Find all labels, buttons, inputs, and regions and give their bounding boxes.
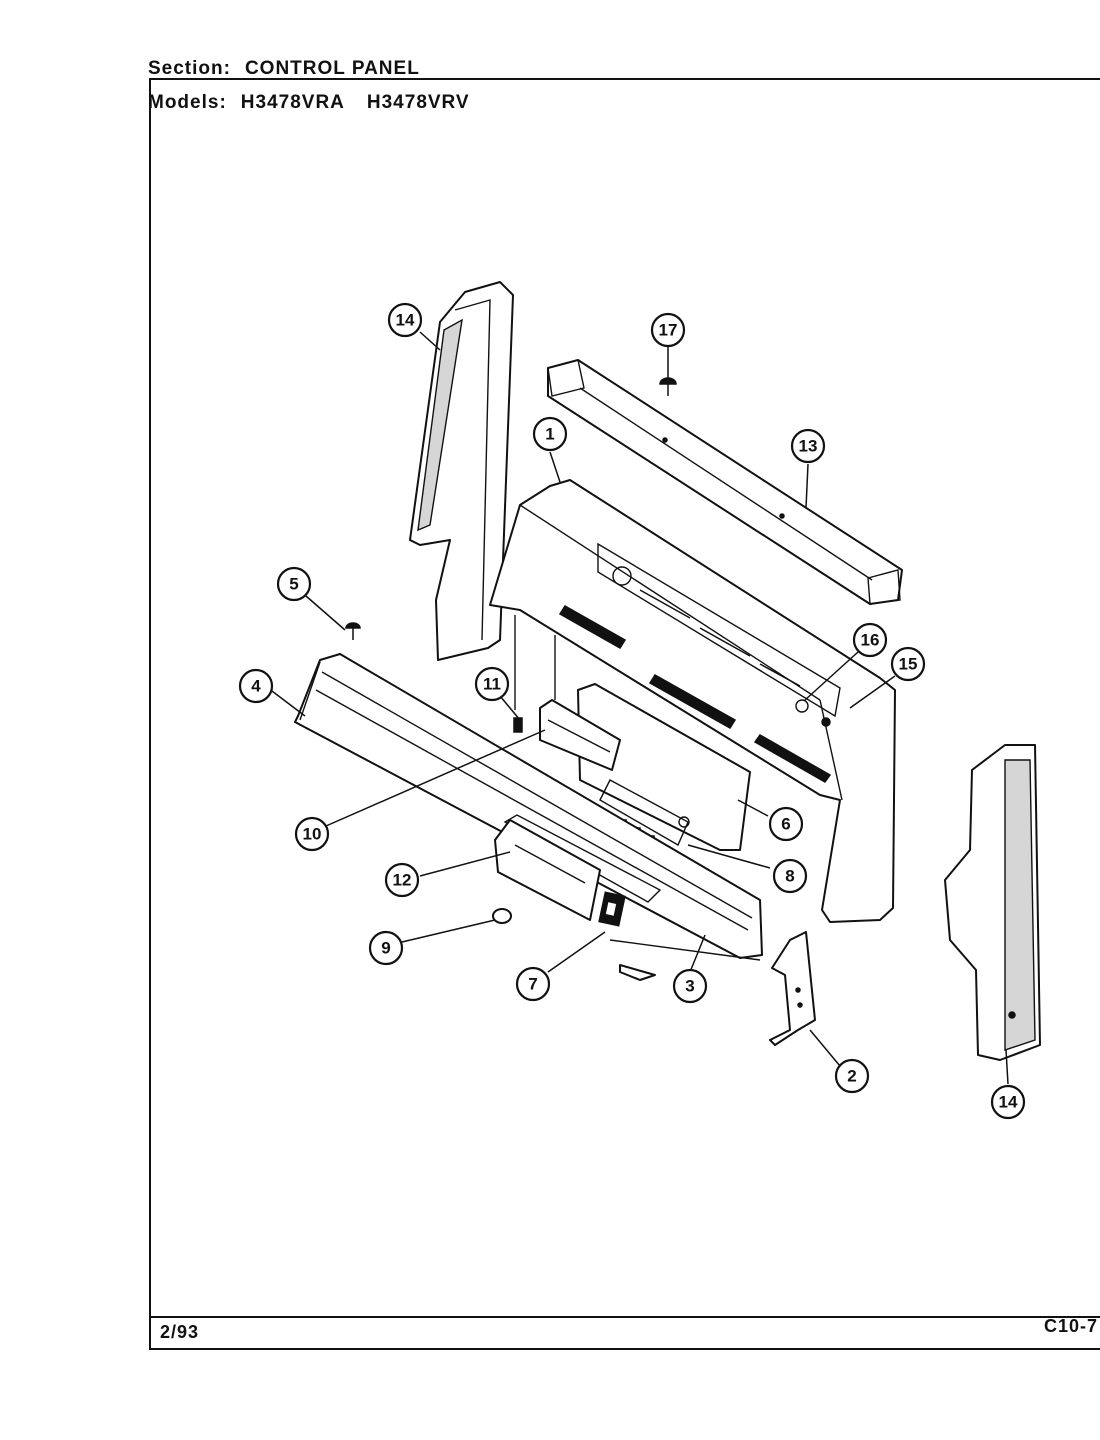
callout-13: 13	[790, 428, 826, 464]
part-17-screw	[659, 377, 677, 396]
callout-15-label: 15	[899, 655, 918, 674]
callout-9-label: 9	[381, 939, 390, 958]
callout-17: 17	[650, 312, 686, 348]
part-9-knob	[492, 908, 512, 924]
callout-13-label: 13	[799, 437, 818, 456]
part-11-clip	[513, 717, 523, 733]
section-label: Section:	[148, 58, 231, 79]
part-2-mounting-bracket	[769, 931, 816, 1046]
callout-2-label: 2	[847, 1067, 856, 1086]
models-label: Models:	[148, 92, 227, 113]
callout-1: 1	[532, 416, 568, 452]
part-13-top-trim-bar	[547, 359, 903, 605]
leader-lines	[267, 331, 1009, 1085]
callout-11: 11	[474, 666, 510, 702]
callout-4: 4	[238, 668, 274, 704]
callout-5-label: 5	[289, 575, 298, 594]
callout-8-label: 8	[785, 867, 794, 886]
models-header: Models: H3478VRA H3478VRV	[148, 92, 492, 114]
callout-14-right: 14	[990, 1084, 1026, 1120]
callout-3-label: 3	[685, 977, 694, 996]
callout-7-label: 7	[528, 975, 537, 994]
callout-12-label: 12	[393, 871, 412, 890]
callout-5: 5	[276, 566, 312, 602]
part-14-end-cap-left	[409, 281, 514, 661]
model-number-2: H3478VRV	[366, 92, 470, 113]
callout-2: 2	[834, 1058, 870, 1094]
callout-11-label: 11	[483, 675, 501, 694]
section-header: Section: CONTROL PANEL	[148, 58, 442, 80]
page-frame	[149, 78, 1100, 1350]
callout-9: 9	[368, 930, 404, 966]
callout-14-left: 14	[387, 302, 423, 338]
footer-rule	[149, 1316, 1100, 1318]
page-code: C10-7	[1044, 1316, 1099, 1336]
callout-8: 8	[772, 858, 808, 894]
callout-7: 7	[515, 966, 551, 1002]
callout-16-label: 16	[861, 631, 880, 650]
callout-10: 10	[294, 816, 330, 852]
part-3-trim-strip	[609, 939, 761, 961]
part-5-screw	[345, 622, 361, 640]
callout-14-right-label: 14	[999, 1093, 1018, 1112]
revision-date: 2/93	[160, 1322, 200, 1342]
section-value: CONTROL PANEL	[244, 58, 420, 79]
callout-17-label: 17	[659, 321, 678, 340]
callout-3: 3	[672, 968, 708, 1004]
model-number-1: H3478VRA	[240, 92, 345, 113]
part-14-end-cap-right	[944, 744, 1041, 1061]
callout-15: 15	[890, 646, 926, 682]
callout-10-label: 10	[303, 825, 322, 844]
callout-6: 6	[768, 806, 804, 842]
callout-16: 16	[852, 622, 888, 658]
callout-4-label: 4	[251, 677, 261, 696]
part-1-control-housing	[489, 479, 896, 923]
callout-1-label: 1	[545, 425, 554, 444]
part-4-front-panel	[294, 653, 763, 981]
callout-12: 12	[384, 862, 420, 898]
callout-14-left-label: 14	[396, 311, 415, 330]
part-10-bracket	[539, 699, 621, 771]
callout-6-label: 6	[781, 815, 790, 834]
